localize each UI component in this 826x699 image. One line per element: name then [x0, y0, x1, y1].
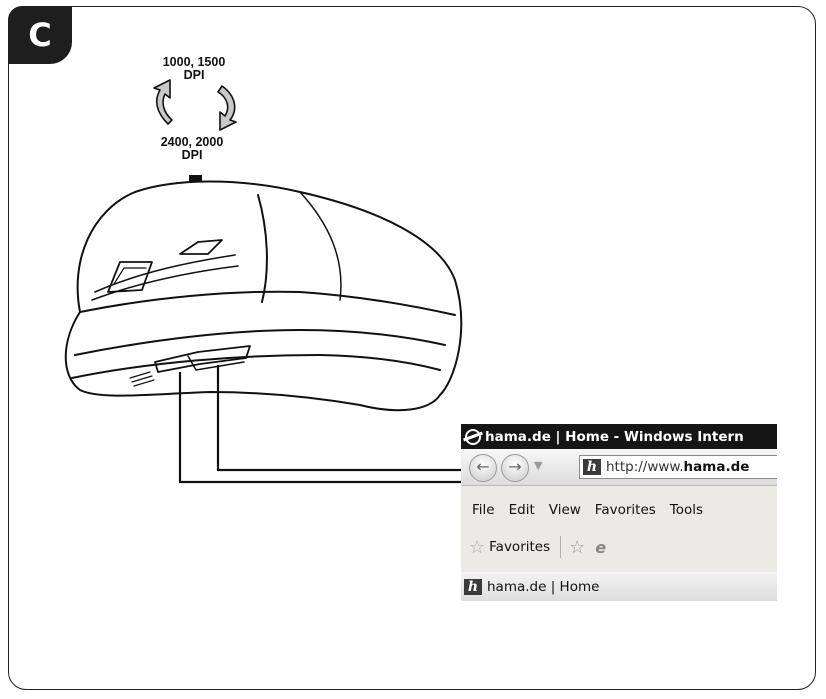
browser-title-bar: hama.de | Home - Windows Intern	[461, 424, 777, 449]
browser-tab[interactable]: h hama.de | Home	[461, 572, 777, 601]
figure-frame	[8, 6, 816, 690]
history-dropdown-icon[interactable]: ▼	[534, 459, 543, 472]
menu-view[interactable]: View	[548, 502, 581, 518]
dpi-top-values: 1000, 1500	[162, 55, 226, 69]
hama-logo-icon: h	[583, 459, 601, 475]
address-domain: hama.de	[683, 459, 750, 475]
tab-hama-logo-icon: h	[464, 578, 482, 595]
browser-title: hama.de | Home - Windows Intern	[485, 428, 744, 445]
mouse-body	[64, 180, 463, 412]
address-prefix: http://www.	[606, 459, 684, 475]
ie-logo-icon	[465, 428, 481, 445]
dpi-bottom-unit: DPI	[181, 148, 203, 162]
address-bar[interactable]: h http://www.hama.de	[579, 455, 777, 479]
favorites-bar: ☆ Favorites ☆ e	[461, 532, 777, 562]
favorites-separator	[560, 536, 562, 558]
browser-window-crop: hama.de | Home - Windows Intern ← → ▼ h …	[461, 424, 777, 601]
ie-suggested-sites-icon[interactable]: e	[595, 537, 607, 557]
menu-file[interactable]: File	[472, 502, 495, 518]
dpi-label-bottom: 2400, 2000 DPI	[146, 136, 238, 162]
add-favorites-icon[interactable]: ☆	[569, 536, 586, 558]
dpi-bottom-values: 2400, 2000	[160, 135, 224, 149]
menu-edit[interactable]: Edit	[508, 502, 535, 518]
dpi-label-top: 1000, 1500 DPI	[148, 56, 240, 82]
back-button[interactable]: ←	[469, 454, 497, 482]
favorites-button[interactable]: Favorites	[489, 539, 551, 555]
figure-letter-badge: C	[8, 6, 72, 64]
menu-tools[interactable]: Tools	[669, 502, 704, 518]
dpi-top-unit: DPI	[183, 68, 205, 82]
favorites-star-icon[interactable]: ☆	[469, 536, 486, 558]
forward-button[interactable]: →	[501, 454, 529, 482]
menu-bar: File Edit View Favorites Tools	[461, 498, 777, 522]
menu-favorites[interactable]: Favorites	[594, 502, 656, 518]
browser-nav-bar: ← → ▼ h http://www.hama.de	[461, 449, 777, 486]
cycle-arrows-icon	[153, 79, 237, 131]
tab-title: hama.de | Home	[487, 578, 600, 595]
